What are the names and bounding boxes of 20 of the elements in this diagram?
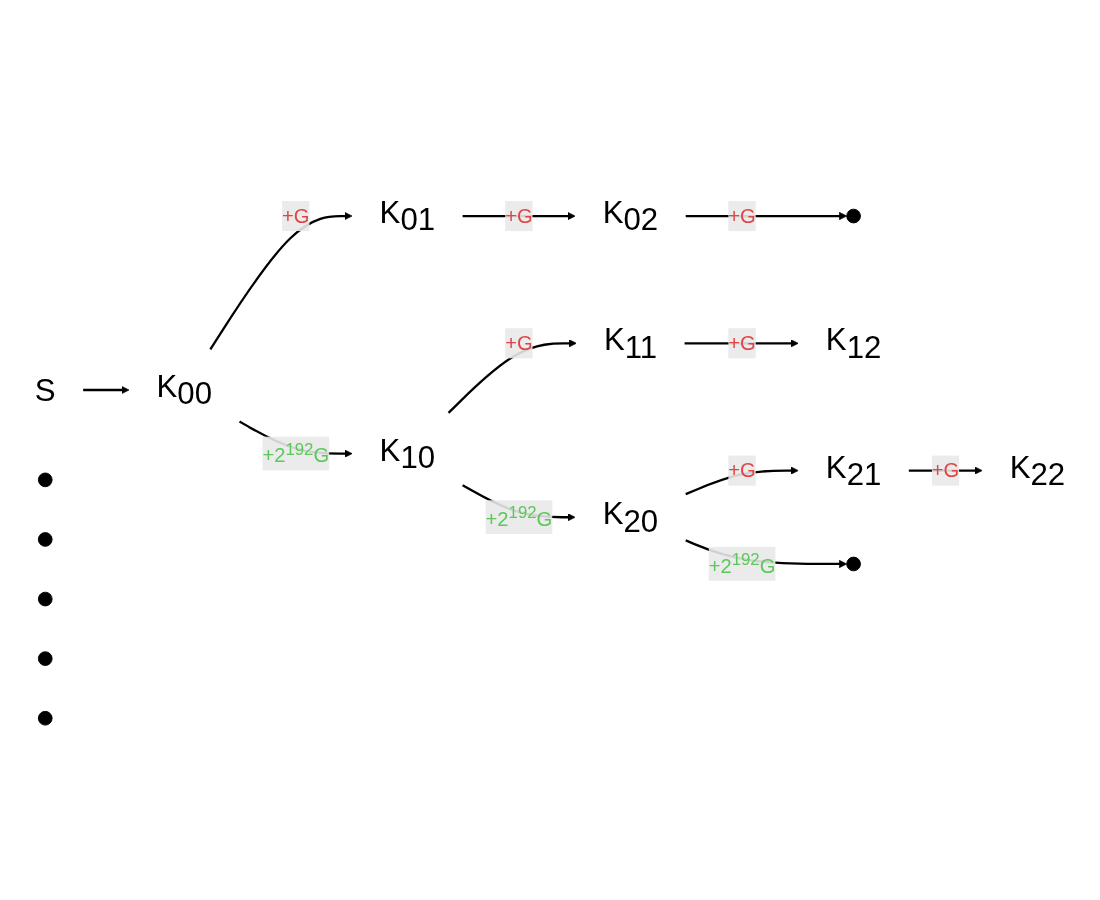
node-circle bbox=[37, 651, 53, 666]
edge-label: +G bbox=[931, 458, 960, 482]
node-circle bbox=[846, 556, 861, 572]
edge-label: +2$^{192}$G bbox=[262, 439, 330, 467]
arrow bbox=[83, 385, 130, 394]
edge-label: +2$^{192}$G bbox=[708, 549, 776, 578]
node-circle bbox=[846, 208, 861, 224]
edge-label: +G bbox=[282, 204, 310, 228]
edge-label: +G bbox=[728, 331, 756, 355]
edge-label: +G bbox=[728, 458, 756, 482]
edge-label: +G bbox=[728, 204, 756, 228]
edge-label: +G bbox=[505, 331, 533, 355]
edge-label: +2$^{192}$G bbox=[485, 502, 553, 531]
node-circle bbox=[37, 710, 53, 726]
node-text: S bbox=[34, 371, 56, 407]
node-circle bbox=[37, 531, 53, 547]
arrow bbox=[209, 211, 353, 350]
node-circle bbox=[37, 472, 53, 487]
edge-label: +G bbox=[505, 204, 533, 228]
node-circle bbox=[37, 591, 53, 607]
